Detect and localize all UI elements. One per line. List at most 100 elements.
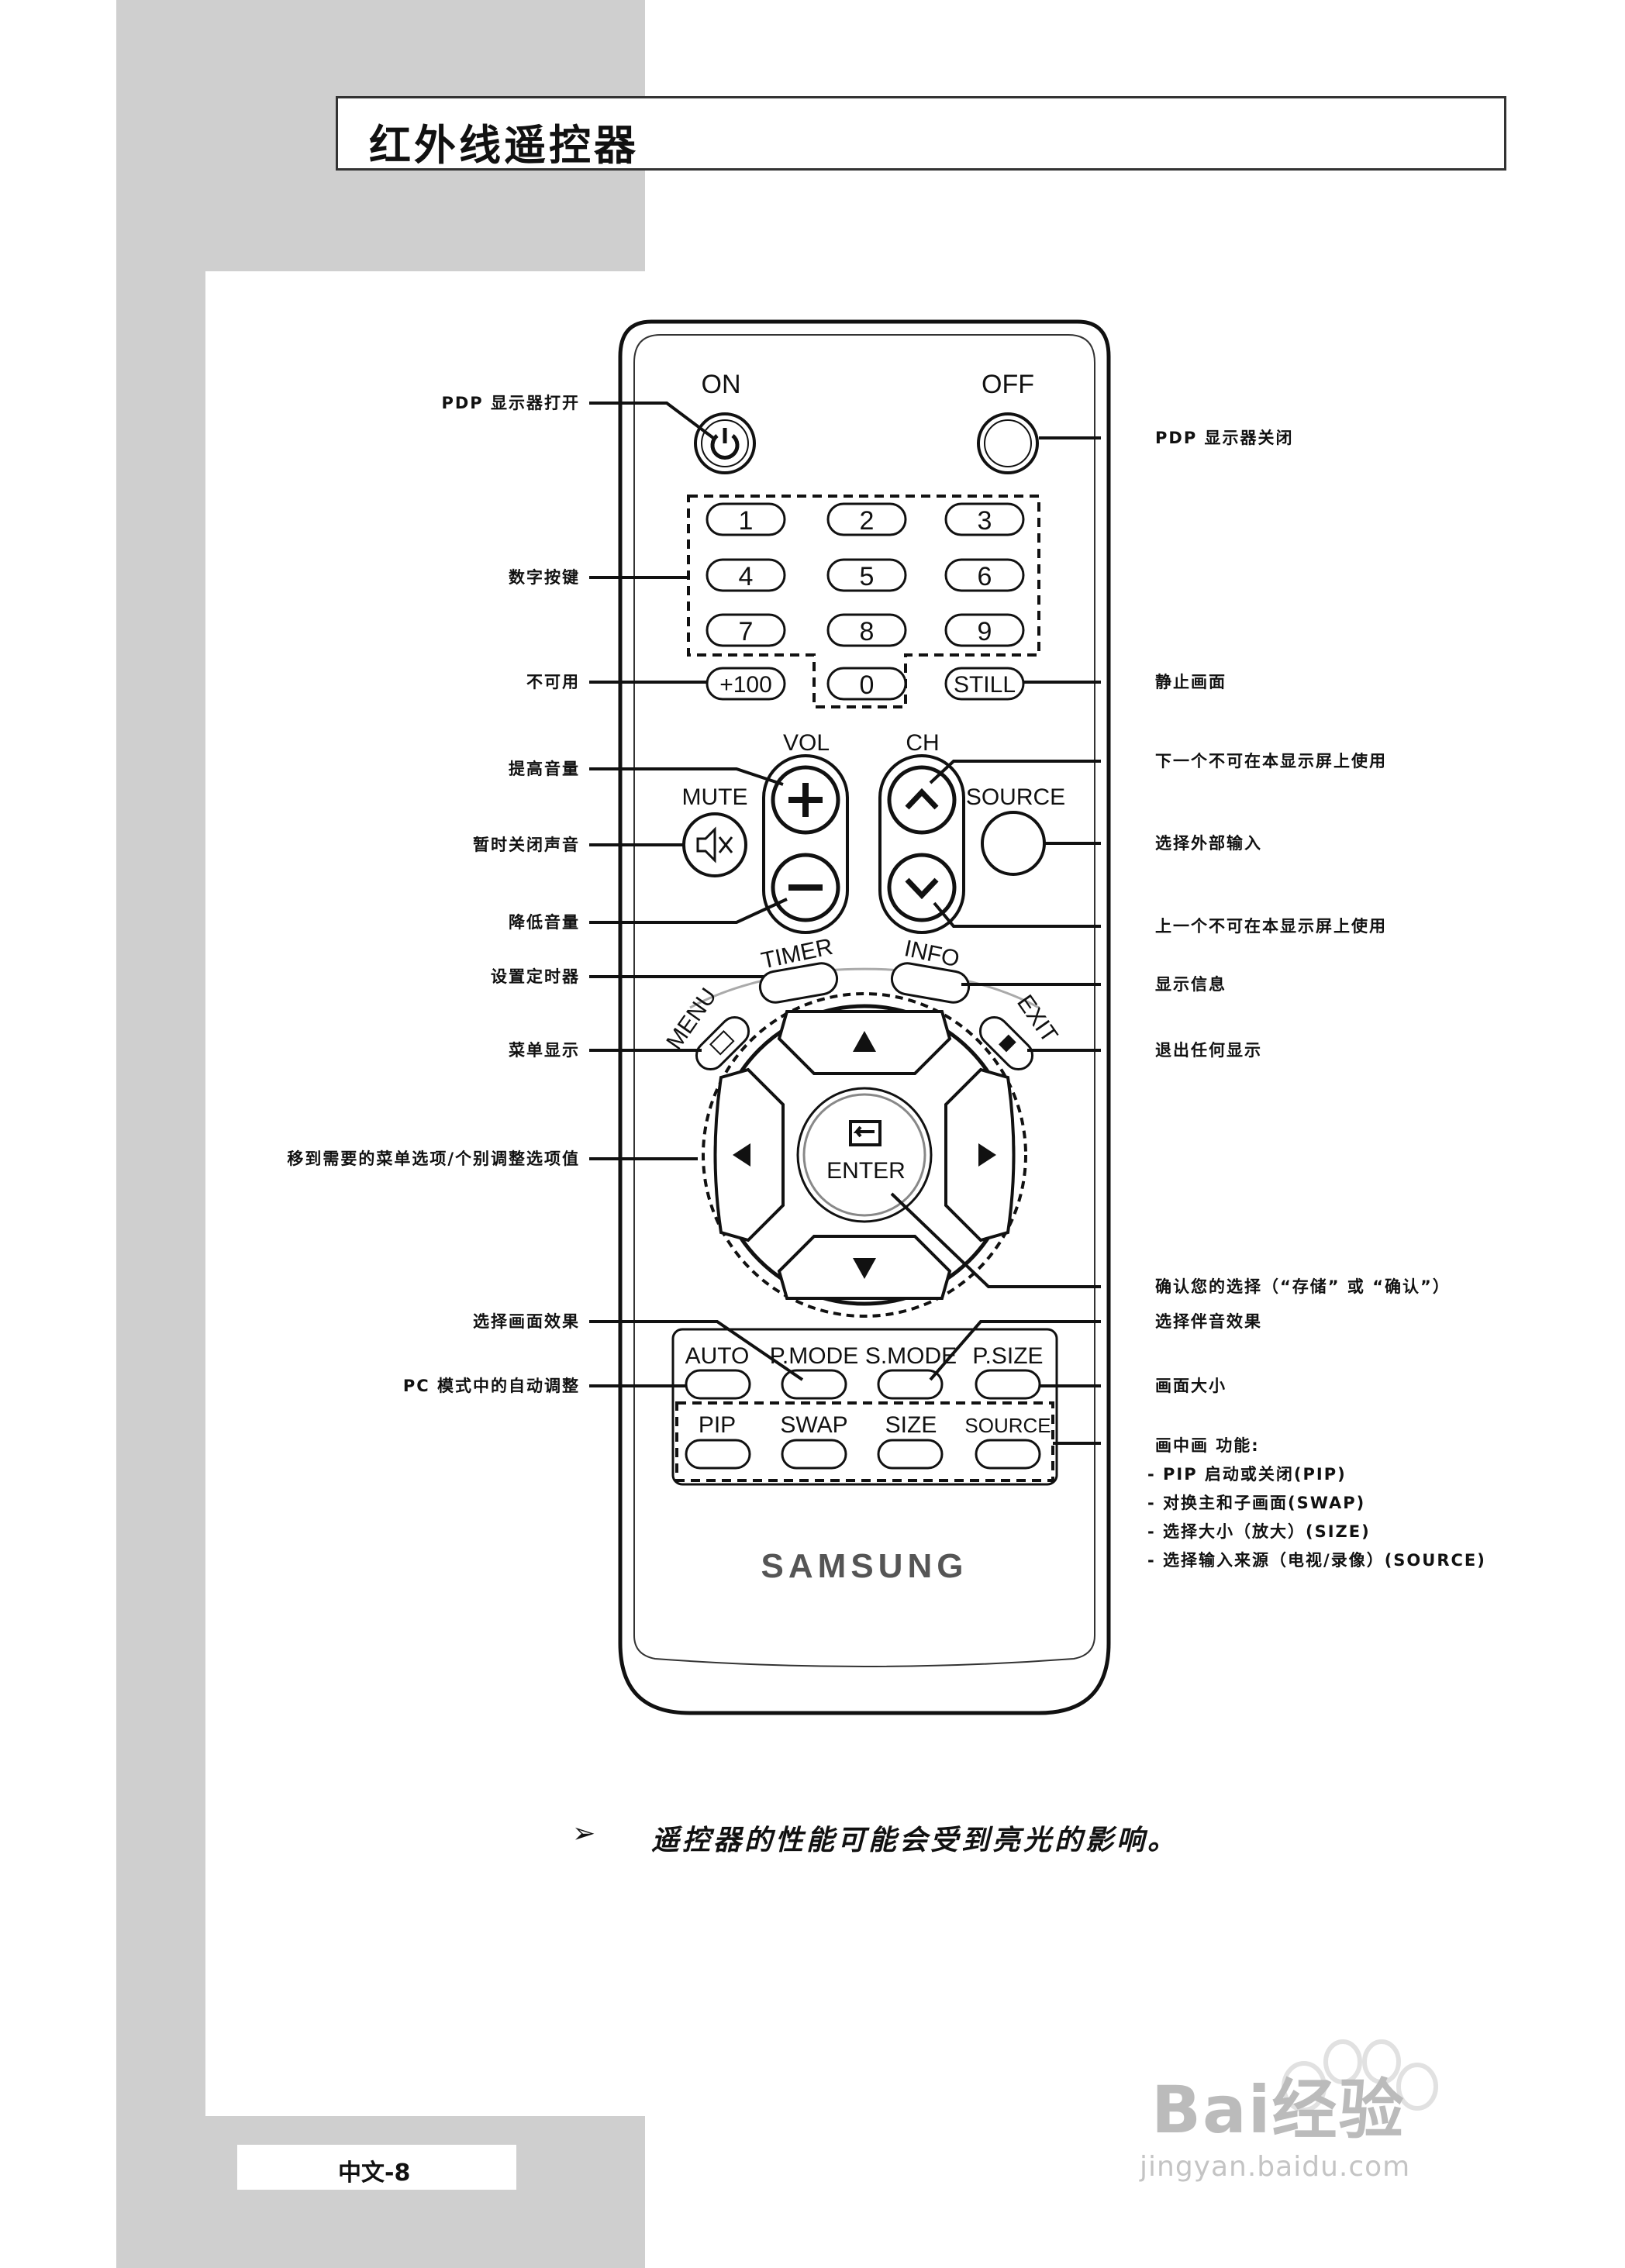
page-title: 红外线遥控器 [369,121,639,170]
power-off-button-inner [984,419,1032,467]
label-still: 静止画面 [1155,673,1227,691]
plus-icon [788,783,823,817]
label-ch-up: 下一个不可在本显示屏上使用 [1155,752,1387,770]
digit-key-0[interactable]: 0 [826,667,907,701]
swap-label: SWAP [780,1412,847,1438]
smode-button[interactable] [877,1369,944,1400]
page-number-box [237,2145,516,2190]
chevron-up-icon [905,788,939,810]
label-pip-item: - 对换主和子画面(SWAP) [1147,1494,1365,1512]
brand-logo: SAMSUNG [761,1547,968,1585]
gray-panel-left [116,271,205,2268]
gray-panel-bottom [116,2116,645,2268]
psize-label: P.SIZE [972,1343,1043,1369]
label-pip-item: - 选择大小（放大）(SIZE) [1147,1522,1371,1541]
auto-button[interactable] [685,1369,751,1400]
function-panel [671,1328,1058,1486]
vol-label: VOL [783,730,830,756]
label-digits: 数字按键 [509,568,580,587]
ch-label: CH [906,730,939,756]
enter-label: ENTER [826,1158,906,1184]
digit-key-2[interactable]: 2 [826,502,907,536]
pip-button[interactable] [685,1439,751,1470]
label-pip-item: - 选择输入来源（电视/录像）(SOURCE) [1147,1551,1486,1570]
pip-source-button[interactable] [975,1439,1041,1470]
label-power-on: PDP 显示器打开 [441,394,580,412]
info-button[interactable] [889,961,971,1005]
digit-key-label: 0 [860,670,875,700]
mute-label: MUTE [682,784,748,810]
callout-lines [589,402,1101,1445]
digit-key-3[interactable]: 3 [944,502,1025,536]
nav-down-icon [853,1258,876,1279]
exit-icon [999,1034,1016,1053]
paw-watermark-icon [1282,2039,1438,2112]
label-info: 显示信息 [1155,975,1227,994]
note-arrow-icon: ➢ [572,1818,596,1849]
nav-dashed-ring [702,992,1027,1318]
swap-button[interactable] [781,1439,847,1470]
enter-button[interactable] [796,1087,933,1223]
label-source: 选择外部输入 [1155,834,1262,853]
source-label: SOURCE [966,784,1065,810]
digit-key-6[interactable]: 6 [944,558,1025,592]
label-exit: 退出任何显示 [1155,1041,1262,1060]
digit-key-label: 9 [978,617,992,646]
size-button[interactable] [877,1439,944,1470]
mute-icon [696,826,733,863]
watermark-logo: Bai经验 [1151,2072,1406,2148]
pip-label: PIP [699,1412,736,1438]
digit-key-1[interactable]: 1 [706,502,786,536]
psize-button[interactable] [975,1369,1041,1400]
digit-key-label: 8 [860,617,875,646]
enter-button-ring [802,1093,926,1217]
pmode-button[interactable] [781,1369,847,1400]
digit-key-8[interactable]: 8 [826,613,907,647]
nav-up-icon [853,1031,876,1052]
nav-left-icon [733,1143,750,1167]
auto-label: AUTO [685,1343,750,1369]
page-number: 中文-8 [338,2159,411,2187]
menu-icon [709,1030,735,1056]
digit-key-label: 5 [860,562,875,591]
digit-key-label: 2 [860,506,875,536]
watermark-url: jingyan.baidu.com [1140,2151,1411,2183]
title-box: 红外线遥控器 [336,96,1506,171]
label-ch-down: 上一个不可在本显示屏上使用 [1155,917,1387,936]
enter-icon [849,1120,882,1146]
menu-button[interactable] [691,1012,754,1075]
pip-group-outline [675,1401,1054,1482]
label-mute: 暂时关闭声音 [473,836,580,854]
label-pip-title: 画中画 功能: [1155,1436,1260,1455]
digit-key-label: 1 [739,506,754,536]
off-label: OFF [982,370,1034,399]
digit-key-label: 6 [978,562,992,591]
plus100-button[interactable]: +100 [706,667,786,701]
pip-source-label: SOURCE [964,1414,1051,1437]
digit-key-9[interactable]: 9 [944,613,1025,647]
still-button[interactable]: STILL [944,667,1025,701]
label-sound-effect: 选择伴音效果 [1155,1312,1262,1331]
digit-key-5[interactable]: 5 [826,558,907,592]
label-vol-up: 提高音量 [509,760,580,778]
digit-key-4[interactable]: 4 [706,558,786,592]
ch-down-button[interactable] [887,853,957,922]
remote-body-inner [633,334,1095,1667]
label-navigate: 移到需要的菜单选项/个别调整选项值 [287,1150,580,1168]
digit-key-label: 7 [739,617,754,646]
digit-group-outline [687,495,1040,708]
label-enter: 确认您的选择（“存储” 或 “确认”） [1155,1277,1451,1296]
digit-key-label: 4 [739,562,754,591]
power-icon [710,428,740,460]
digit-key-7[interactable]: 7 [706,613,786,647]
digit-key-label: 3 [978,506,992,536]
plus100-label: +100 [719,672,772,698]
nav-top-arc [689,967,1040,1009]
label-picture-effect: 选择画面效果 [473,1312,580,1331]
label-pc-adjust: PC 模式中的自动调整 [403,1377,580,1395]
ch-up-button[interactable] [887,765,957,835]
source-button[interactable] [981,811,1046,876]
size-label: SIZE [885,1412,937,1438]
timer-button[interactable] [757,961,839,1005]
